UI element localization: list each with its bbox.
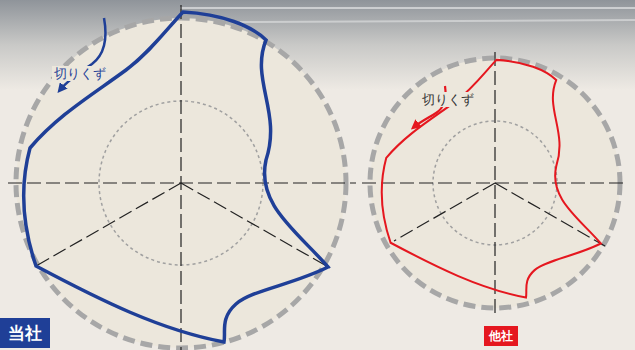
company-badge: 当社 bbox=[0, 318, 50, 348]
chip-label: 切りくず bbox=[52, 66, 108, 81]
company-badge: 他社 bbox=[484, 326, 518, 346]
other-profile bbox=[382, 60, 601, 298]
badge-text: 他社 bbox=[489, 328, 513, 345]
chip-label: 切りくず bbox=[420, 92, 476, 107]
our-profile bbox=[24, 12, 328, 342]
badge-text: 当社 bbox=[8, 322, 42, 345]
